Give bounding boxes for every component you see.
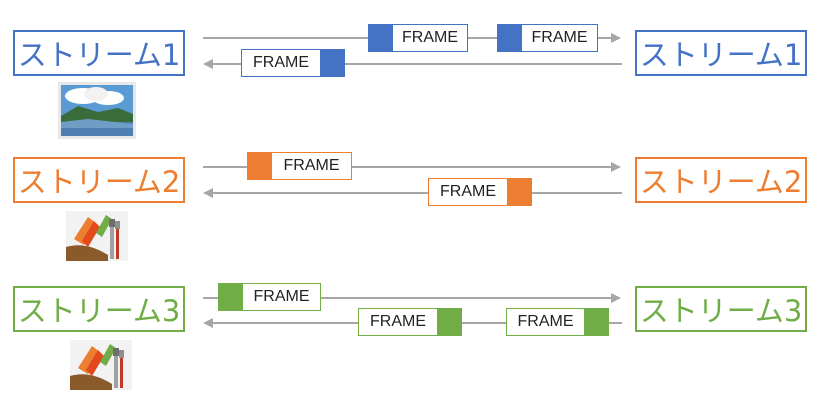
stream-2-return-arrowhead <box>203 188 213 198</box>
frame-label: FRAME <box>253 54 309 71</box>
stream-1-frame-1: FRAME <box>368 24 468 52</box>
frame-header <box>584 309 608 335</box>
stream-2-forward-arrowhead <box>611 162 621 172</box>
stream-3-return-arrowhead <box>203 318 213 328</box>
stream-2-frame-2: FRAME <box>428 178 532 206</box>
stream-1-return-arrowhead <box>203 59 213 69</box>
frame-label: FRAME <box>402 29 458 46</box>
stream-3-left-box: ストリーム3 <box>13 286 185 332</box>
stream-2-right-box: ストリーム2 <box>635 157 807 203</box>
paint-brushes-icon <box>66 211 128 261</box>
stream-2-frame-1: FRAME <box>247 152 352 180</box>
stream-1-frame-2: FRAME <box>497 24 598 52</box>
frame-label: FRAME <box>253 288 310 305</box>
stream-1-return-line <box>212 63 622 65</box>
frame-header <box>248 153 272 179</box>
frame-header <box>498 25 522 51</box>
paint-brushes-icon <box>70 340 132 390</box>
stream-1-right-box: ストリーム1 <box>635 30 807 76</box>
stream-1-forward-arrowhead <box>611 33 621 43</box>
stream-1-left-box: ストリーム1 <box>13 30 185 76</box>
frame-label: FRAME <box>370 313 426 330</box>
stream-3-frame-3: FRAME <box>506 308 609 336</box>
stream-2-return-line <box>212 192 622 194</box>
frame-label: FRAME <box>440 183 496 200</box>
frame-label: FRAME <box>517 313 574 330</box>
landscape-photo-icon <box>58 82 136 139</box>
frame-header <box>369 25 393 51</box>
stream-2-left-box: ストリーム2 <box>13 157 185 203</box>
frame-label: FRAME <box>531 29 588 46</box>
frame-header <box>507 179 531 205</box>
stream-1-frame-3: FRAME <box>241 49 345 77</box>
frame-header <box>437 309 461 335</box>
stream-3-right-box: ストリーム3 <box>635 286 807 332</box>
stream-2-forward-line <box>203 166 612 168</box>
stream-3-forward-arrowhead <box>611 293 621 303</box>
frame-label: FRAME <box>283 157 340 174</box>
frame-header <box>219 284 243 310</box>
stream-3-forward-line <box>203 297 612 299</box>
frame-header <box>320 50 344 76</box>
stream-3-frame-1: FRAME <box>218 283 321 311</box>
stream-3-frame-2: FRAME <box>358 308 462 336</box>
